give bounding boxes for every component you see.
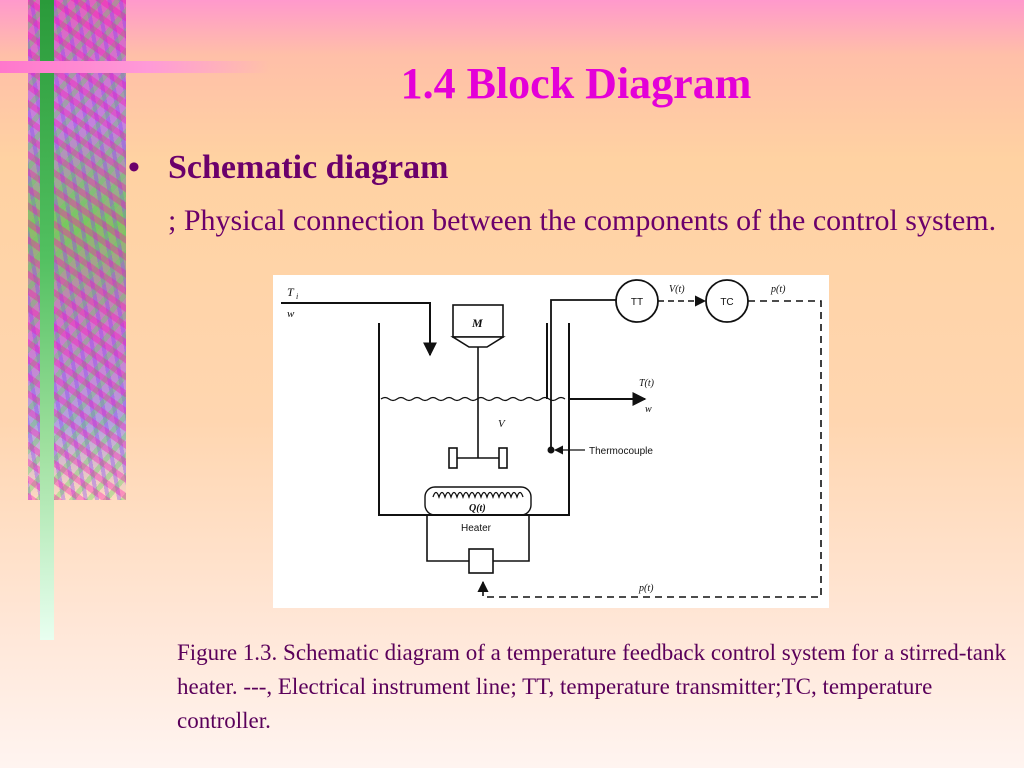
inlet-temp-label: T [287,285,295,299]
transmitter-label: TT [631,297,643,308]
schematic-diagram: T i w M V T(t) w [281,279,822,598]
heater-coil [424,486,532,516]
outlet-pipe [546,323,647,406]
heater-circuit [426,515,530,574]
motor [450,304,506,348]
thermocouple-probe [547,299,616,455]
bullet-heading: Schematic diagram [168,149,449,186]
motor-label: M [471,316,483,330]
tank [378,323,570,516]
liquid-surface [380,396,566,402]
impeller [448,447,508,469]
inlet-flow-label: w [287,308,295,320]
signal-v-label: V(t) [669,284,685,295]
slide-title: 1.4 Block Diagram [400,59,752,108]
controller-label: TC [720,297,733,308]
volume-label: V [498,418,506,430]
bullet-marker: • [128,149,140,186]
vertical-accent-stripe [40,0,54,640]
horizontal-accent-stripe [0,61,270,73]
signal-p-top-label: p(t) [770,284,786,295]
thermocouple-label: Thermocouple [589,446,653,457]
schematic-figure: T i w M V T(t) w [273,275,829,608]
controller-output-line [477,300,822,598]
inlet-pipe [281,302,437,357]
heat-label: Q(t) [469,503,486,514]
outlet-flow-label: w [645,404,652,415]
body-text: ; Physical connection between the compon… [168,204,997,237]
figure-caption: Figure 1.3. Schematic diagram of a tempe… [177,640,1006,733]
outlet-temp-label: T(t) [639,378,655,389]
heater-label: Heater [461,523,492,534]
inlet-temp-subscript: i [296,292,298,301]
signal-p-bottom-label: p(t) [638,583,654,594]
